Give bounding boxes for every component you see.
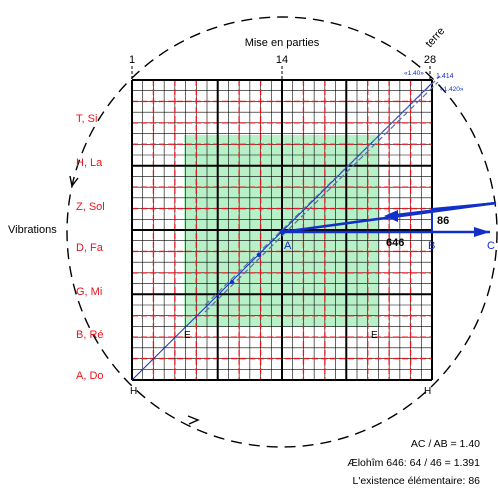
point-c: C	[487, 240, 495, 252]
scale-mid: 14	[276, 54, 288, 66]
point-e-right: E	[371, 330, 378, 341]
point-h-left: H	[130, 386, 137, 397]
grid-thick-lines	[131, 79, 433, 381]
footer-elohim: Ælohîm 646: 64 / 46 = 1.391	[347, 457, 480, 469]
segment-top-right	[431, 202, 497, 210]
point-b: B	[428, 240, 435, 252]
note-labels: T, Si H, La Z, Sol D, Fa G, Mi B, Ré A, Do	[76, 113, 105, 382]
note-label: H, La	[76, 157, 103, 169]
diag-value-3: «1.420»	[440, 86, 464, 93]
measure-height: 86	[437, 215, 449, 227]
diag-dot	[230, 280, 234, 284]
circle-arrow-bottom-icon	[187, 415, 200, 425]
note-label: T, Si	[76, 113, 97, 125]
note-label: B, Ré	[76, 329, 104, 341]
diag-dot	[257, 253, 261, 257]
diag-value-1: «1.40»	[404, 70, 424, 77]
note-label: A, Do	[76, 370, 104, 382]
circle-arrow-left-icon	[69, 175, 79, 188]
arrow-left-icon	[384, 210, 398, 222]
note-label: D, Fa	[76, 242, 104, 254]
diagonal-dashed-1	[204, 75, 441, 306]
measure-ab: 646	[386, 237, 404, 249]
diagonal-dashed-2	[204, 81, 439, 313]
note-label: Z, Sol	[76, 201, 105, 213]
side-label: Vibrations	[8, 224, 57, 236]
diagonal-label: terre	[423, 25, 447, 50]
point-h-right: H	[424, 386, 431, 397]
point-a: A	[284, 240, 292, 252]
scale-end: 28	[424, 54, 436, 66]
footer-ratio: AC / AB = 1.40	[411, 438, 480, 450]
note-label: G, Mi	[76, 286, 102, 298]
diag-value-2: 1.414	[436, 73, 454, 80]
point-e-left: E	[184, 330, 191, 341]
scale-start: 1	[129, 54, 135, 66]
arrow-c-icon	[474, 227, 490, 237]
header-title: Mise en parties	[245, 37, 320, 49]
dashed-circle	[66, 16, 498, 448]
footer-existence: L'existence élémentaire: 86	[353, 475, 481, 487]
point-a-dot	[279, 229, 285, 235]
